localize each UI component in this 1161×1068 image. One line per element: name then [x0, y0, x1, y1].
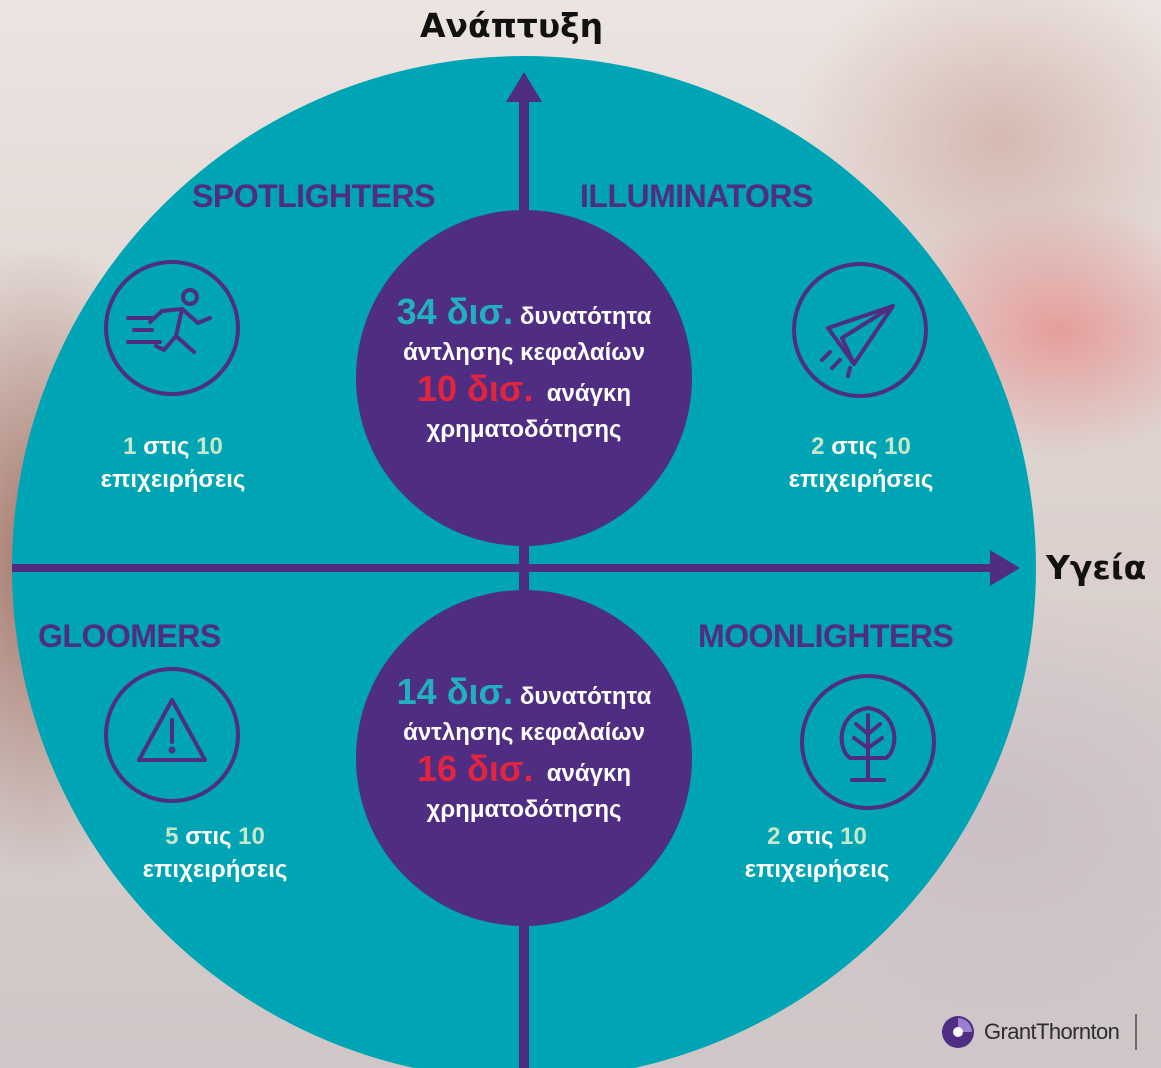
- top-capacity-value: 34 δισ.: [396, 291, 514, 332]
- moonlighters-count: 2: [767, 823, 781, 850]
- top-need-label-1: ανάγκη: [546, 380, 632, 407]
- vertical-axis-arrowhead: [506, 72, 542, 102]
- top-need-label-2: χρηματοδότησης: [426, 416, 622, 443]
- bottom-capacity-value: 14 δισ.: [396, 671, 514, 712]
- grant-thornton-logo: GrantThornton: [940, 1012, 1138, 1052]
- running-person-icon: [104, 260, 240, 396]
- bottom-capacity-label-1: δυνατότητα: [519, 683, 652, 710]
- spotlighters-of-text: στις: [143, 433, 190, 460]
- bottom-need-label-1: ανάγκη: [546, 760, 632, 787]
- vertical-axis-label: Ανάπτυξη: [420, 6, 604, 45]
- center-bottom-text: 14 δισ. δυνατότητα άντλησης κεφαλαίων 16…: [356, 674, 692, 828]
- quadrant-title-moonlighters: MOONLIGHTERS: [698, 618, 954, 654]
- brand-name: GrantThornton: [984, 1019, 1120, 1044]
- gloomers-total: 10: [238, 823, 265, 850]
- quadrant-title-gloomers: GLOOMERS: [38, 618, 221, 654]
- gloomers-share: 5 στις 10 επιχειρήσεις: [130, 820, 300, 886]
- illuminators-count: 2: [811, 433, 825, 460]
- top-capacity-label-2: άντλησης κεφαλαίων: [403, 339, 645, 366]
- top-need-value: 10 δισ.: [416, 368, 534, 409]
- bottom-need-value: 16 δισ.: [416, 748, 534, 789]
- grant-thornton-mark-icon: [942, 1016, 974, 1048]
- gloomers-count: 5: [165, 823, 179, 850]
- illuminators-share: 2 στις 10 επιχειρήσεις: [776, 430, 946, 496]
- quadrant-title-illuminators: ILLUMINATORS: [580, 178, 813, 214]
- bottom-need-label-2: χρηματοδότησης: [426, 796, 622, 823]
- horizontal-axis-arrowhead: [990, 550, 1020, 586]
- moonlighters-share: 2 στις 10 επιχειρήσεις: [732, 820, 902, 886]
- warning-triangle-icon: [104, 667, 240, 803]
- top-capacity-label-1: δυνατότητα: [519, 303, 652, 330]
- spotlighters-share: 1 στις 10 επιχειρήσεις: [88, 430, 258, 496]
- illuminators-of-text: στις: [831, 433, 878, 460]
- horizontal-axis-label: Υγεία: [1046, 548, 1147, 587]
- bottom-capacity-label-2: άντλησης κεφαλαίων: [403, 719, 645, 746]
- paper-plane-icon: [792, 262, 928, 398]
- moonlighters-total: 10: [840, 823, 867, 850]
- tree-icon: [800, 674, 936, 810]
- center-top-text: 34 δισ. δυνατότητα άντλησης κεφαλαίων 10…: [356, 294, 692, 448]
- spotlighters-total: 10: [196, 433, 223, 460]
- gloomers-unit: επιχειρήσεις: [142, 856, 288, 883]
- spotlighters-count: 1: [123, 433, 137, 460]
- moonlighters-of-text: στις: [787, 823, 834, 850]
- illuminators-total: 10: [884, 433, 911, 460]
- moonlighters-unit: επιχειρήσεις: [744, 856, 890, 883]
- illuminators-unit: επιχειρήσεις: [788, 466, 934, 493]
- logo-divider: [1135, 1014, 1138, 1050]
- gloomers-of-text: στις: [185, 823, 232, 850]
- spotlighters-unit: επιχειρήσεις: [100, 466, 246, 493]
- quadrant-title-spotlighters: SPOTLIGHTERS: [192, 178, 435, 214]
